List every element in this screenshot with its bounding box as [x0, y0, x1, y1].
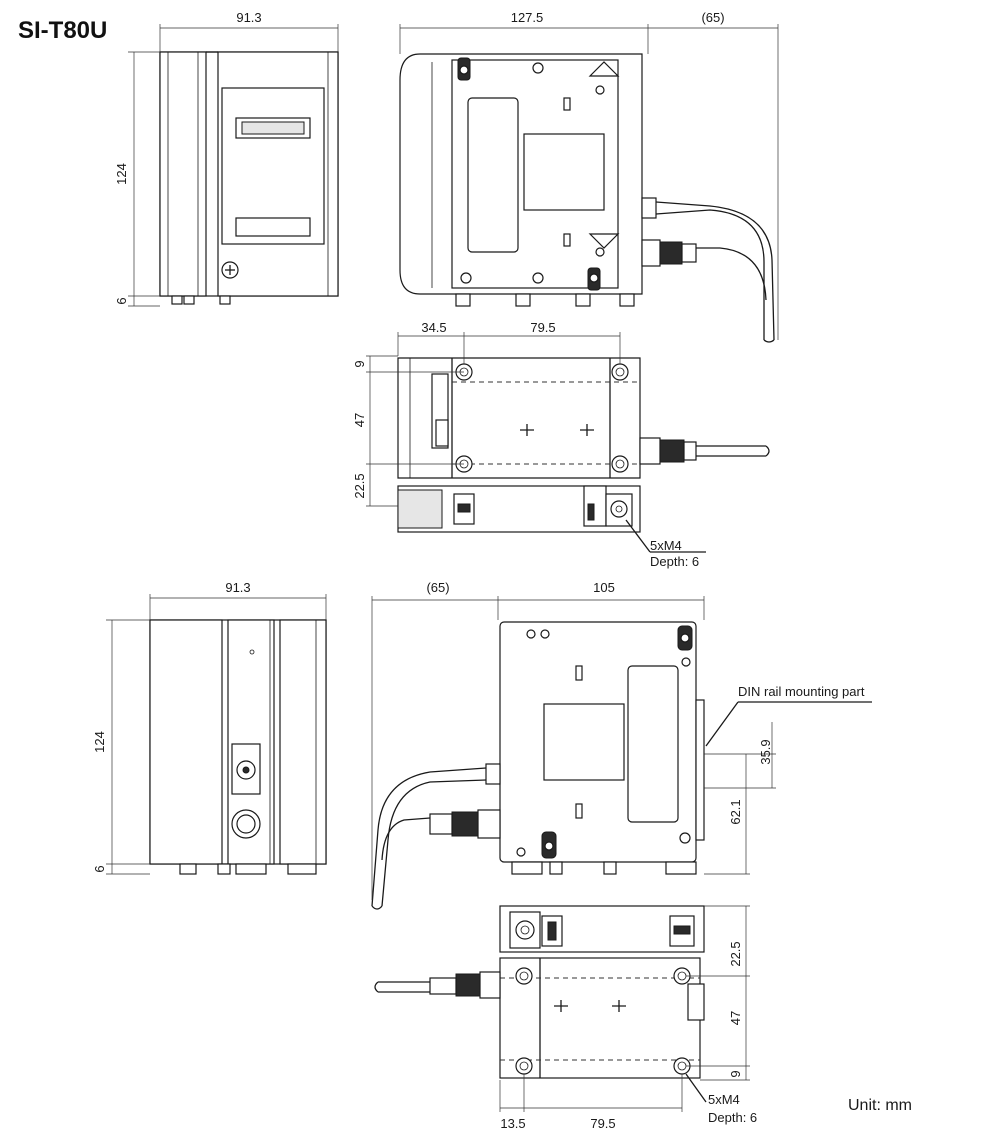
- model-title: SI-T80U: [18, 17, 107, 44]
- thread-note-bottom-1: 5xM4: [708, 1092, 740, 1107]
- top-front-view: [159, 51, 339, 305]
- dim-top-front-height: 124: [114, 163, 129, 185]
- bottom-side-dimensions: (65) 105 35.9 62.1 DIN rail mounting par…: [371, 580, 865, 900]
- thread-note-top-1: 5xM4: [650, 538, 682, 553]
- top-front-dimensions: 91.3 124 6: [114, 10, 339, 307]
- dim-bottom-side-width: 105: [593, 580, 615, 595]
- din-rail-note: DIN rail mounting part: [738, 684, 865, 699]
- dim-top-side-cable: (65): [701, 10, 724, 25]
- top-side-dimensions: 127.5 (65): [399, 10, 779, 340]
- thread-note-bottom-2: Depth: 6: [708, 1110, 757, 1125]
- dim-bottom-plan-v2: 47: [728, 1011, 743, 1025]
- dim-bottom-front-foot: 6: [92, 865, 107, 872]
- dim-bottom-front-width: 91.3: [225, 580, 250, 595]
- dim-top-front-foot: 6: [114, 297, 129, 304]
- dim-bottom-plan-v1: 22.5: [728, 941, 743, 966]
- dim-bottom-plan-left: 13.5: [500, 1116, 525, 1131]
- bottom-front-dimensions: 91.3 124 6: [92, 580, 327, 875]
- dim-top-side-width: 127.5: [511, 10, 544, 25]
- bottom-plan-dimensions: 22.5 47 9 13.5 79.5 5xM4 Depth: 6: [499, 905, 757, 1131]
- top-side-view: [399, 53, 775, 343]
- dim-din-62-1: 62.1: [728, 799, 743, 824]
- dim-top-plan-v3: 22.5: [352, 473, 367, 498]
- dim-bottom-front-height: 124: [92, 731, 107, 753]
- dim-top-plan-v2: 47: [352, 413, 367, 427]
- bottom-front-view: [149, 619, 327, 875]
- top-plan-view: [397, 357, 770, 553]
- top-plan-dimensions: 34.5 79.5 9 47 22.5 5xM4 Depth: 6: [352, 320, 699, 569]
- bottom-plan-view: [374, 905, 707, 1103]
- dim-top-plan-pitch: 79.5: [530, 320, 555, 335]
- dim-top-plan-left: 34.5: [421, 320, 446, 335]
- dim-din-35-9: 35.9: [758, 739, 773, 764]
- dim-top-plan-v1: 9: [352, 360, 367, 367]
- unit-label: Unit: mm: [848, 1097, 912, 1114]
- dim-bottom-plan-v3: 9: [728, 1070, 743, 1077]
- dim-bottom-side-cable: (65): [426, 580, 449, 595]
- thread-note-top-2: Depth: 6: [650, 554, 699, 569]
- bottom-side-view: [371, 621, 872, 910]
- dim-top-front-width: 91.3: [236, 10, 261, 25]
- dim-bottom-plan-pitch: 79.5: [590, 1116, 615, 1131]
